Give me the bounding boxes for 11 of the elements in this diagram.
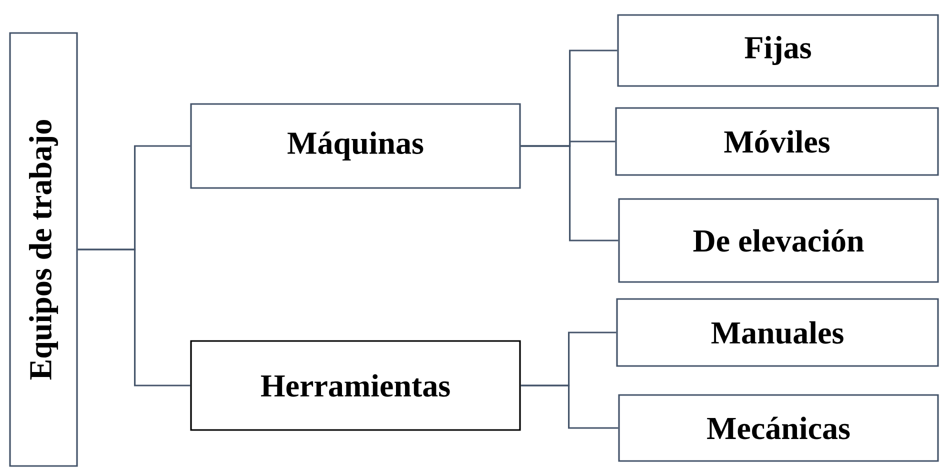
category-box: Mecánicas [618, 394, 939, 462]
category-box: De elevación [618, 198, 939, 283]
category-box: Equipos de trabajo [9, 32, 78, 467]
category-box: Manuales [616, 298, 939, 367]
connector-line [520, 145, 618, 242]
category-box: Máquinas [190, 103, 521, 189]
connector-line [520, 384, 618, 429]
connector-line [78, 248, 190, 386]
category-box: Herramientas [190, 340, 521, 431]
category-box: Móviles [615, 107, 939, 176]
category-box: Fijas [617, 14, 939, 87]
